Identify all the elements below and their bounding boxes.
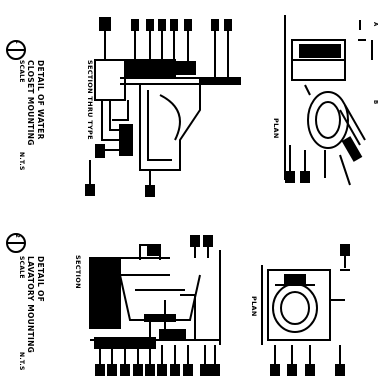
wc-plan-label: PLAN — [272, 118, 280, 139]
wc-scale-value: N.T.S — [18, 152, 25, 171]
wc-tag-a: A — [372, 22, 378, 27]
wc-title-line1: DETAIL OF WATER — [36, 60, 45, 140]
lav-section-drawing — [89, 235, 221, 376]
lav-plan-label: PLAN — [250, 296, 258, 317]
wc-title-line2: CLOSET MOUNTING — [26, 60, 35, 146]
wc-detail-number: 1 — [14, 40, 20, 45]
lav-detail-number: 2 — [14, 234, 20, 239]
wc-section-drawing — [85, 17, 241, 197]
lav-section-label: SECTION — [74, 255, 82, 289]
lav-title-line2: LAVATORY MOUNTING — [26, 256, 35, 354]
lav-scale-value: N.T.S — [18, 352, 25, 371]
lav-scale-label: SCALE — [18, 256, 25, 279]
wc-plan-drawing — [284, 15, 373, 186]
lav-title-line1: DETAIL OF — [36, 256, 45, 303]
wc-scale-label: SCALE — [18, 60, 25, 83]
wc-section-label: SECTION THRU TYPE — [86, 60, 94, 140]
lav-plan-drawing — [261, 244, 350, 376]
wc-tag-b: B — [372, 100, 378, 105]
